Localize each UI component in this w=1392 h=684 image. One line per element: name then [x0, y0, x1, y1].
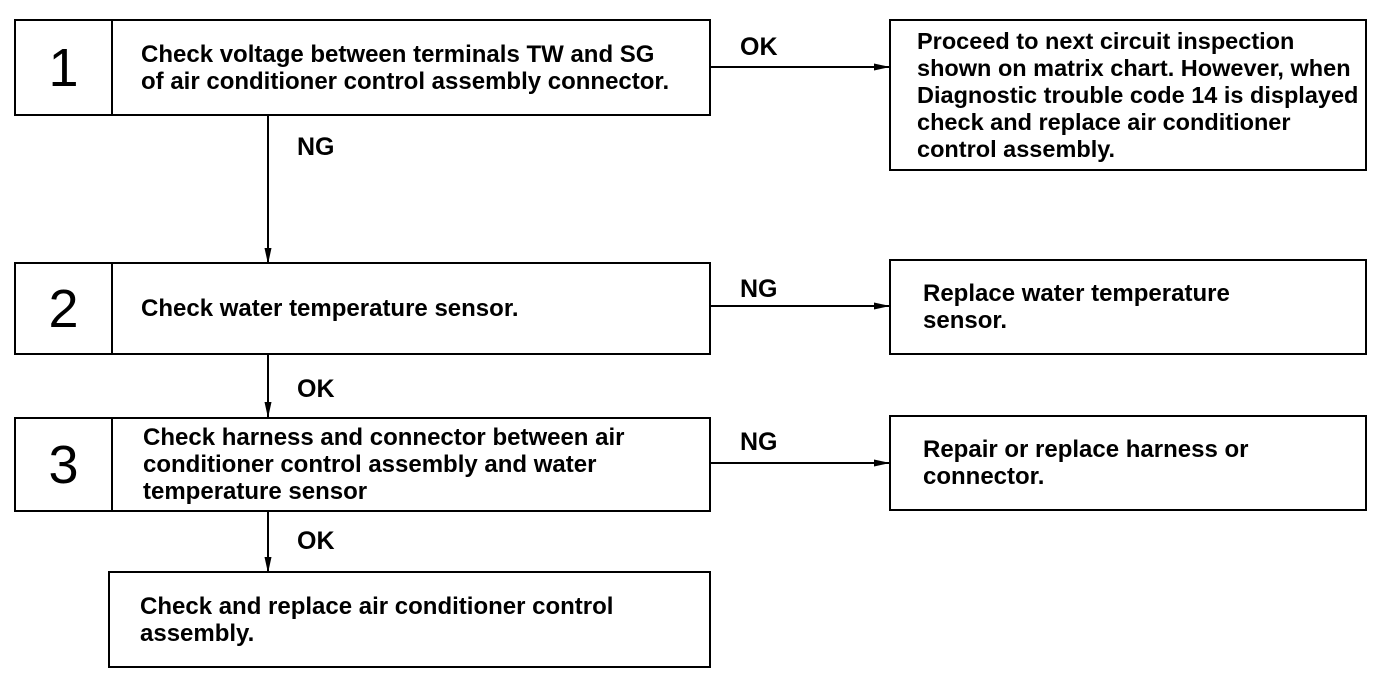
result-1-box: Proceed to next circuit inspection shown…	[889, 19, 1367, 171]
result-2-text: Replace water temperature sensor.	[923, 280, 1230, 334]
result-1-text: Proceed to next circuit inspection shown…	[917, 27, 1359, 162]
step-2-text: Check water temperature sensor.	[141, 295, 519, 322]
step-2-box: 2 Check water temperature sensor.	[14, 262, 711, 355]
step-2-number: 2	[16, 264, 113, 353]
result-3-box: Repair or replace harness or connector.	[889, 415, 1367, 511]
result-3-text: Repair or replace harness or connector.	[923, 436, 1249, 490]
step-3-number: 3	[16, 419, 113, 510]
final-action-text: Check and replace air conditioner contro…	[140, 592, 614, 647]
result-2-box: Replace water temperature sensor.	[889, 259, 1367, 355]
step-1-text: Check voltage between terminals TW and S…	[141, 40, 670, 95]
label-step1-ok: OK	[740, 33, 778, 61]
step-3-box: 3 Check harness and connector between ai…	[14, 417, 711, 512]
step-1-box: 1 Check voltage between terminals TW and…	[14, 19, 711, 116]
label-step3-ok: OK	[297, 527, 335, 555]
final-action-box: Check and replace air conditioner contro…	[108, 571, 711, 668]
step-1-number: 1	[16, 21, 113, 114]
label-step2-ok: OK	[297, 375, 335, 403]
label-step1-ng: NG	[297, 133, 335, 161]
step-3-text: Check harness and connector between air …	[143, 424, 625, 505]
label-step2-ng: NG	[740, 275, 778, 303]
label-step3-ng: NG	[740, 428, 778, 456]
